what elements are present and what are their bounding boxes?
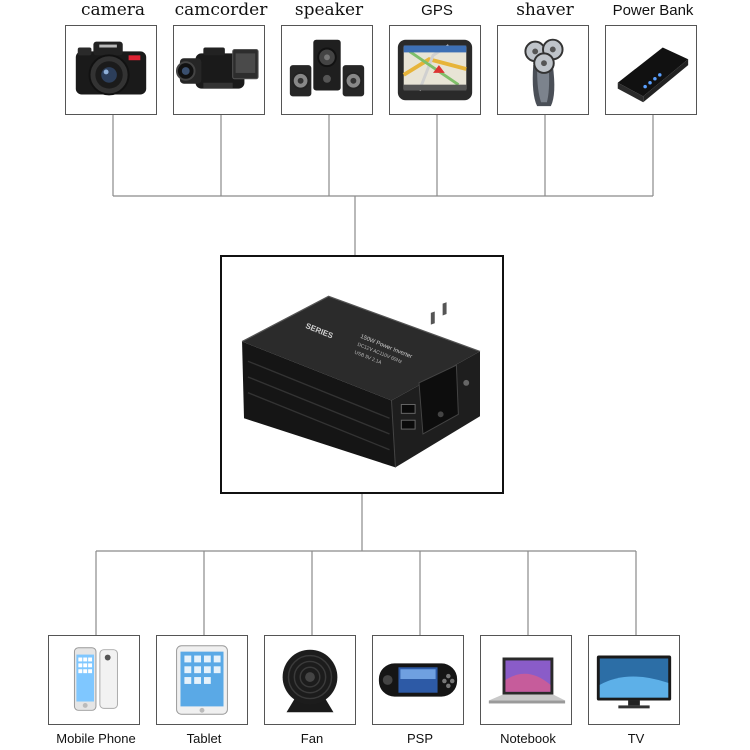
label-gps: GPS	[421, 2, 453, 19]
fan-box	[264, 635, 356, 725]
gps-box	[389, 25, 481, 115]
camera-icon	[75, 41, 147, 96]
speaker-box	[281, 25, 373, 115]
tv-icon	[596, 655, 672, 709]
tablet-icon	[176, 645, 228, 715]
fan-icon	[282, 649, 338, 713]
power-inverter-box: SERIES 150W Power Inverter DC12V AC110V …	[220, 255, 504, 494]
label-tablet: Tablet	[186, 731, 222, 746]
label-mobile-phone: Mobile Phone	[56, 731, 136, 746]
notebook-box	[480, 635, 572, 725]
tv-box	[588, 635, 680, 725]
shaver-box	[497, 25, 589, 115]
label-speaker: speaker	[294, 0, 364, 20]
speaker-icon	[289, 39, 365, 97]
camera-box	[65, 25, 157, 115]
label-power-bank: Power Bank	[612, 2, 694, 19]
psp-icon	[378, 663, 458, 697]
label-psp: PSP	[406, 731, 433, 746]
camcorder-box	[173, 25, 265, 115]
mobile-phone-icon	[73, 647, 118, 711]
label-notebook: Notebook	[500, 731, 556, 746]
mobile-phone-box	[48, 635, 140, 725]
label-shaver: shaver	[516, 0, 574, 20]
psp-box	[372, 635, 464, 725]
power-bank-icon	[617, 47, 689, 103]
notebook-icon	[488, 657, 566, 704]
label-camera: camera	[80, 0, 146, 20]
label-tv: TV	[627, 731, 645, 746]
label-camcorder: camcorder	[174, 0, 268, 20]
power-inverter-icon: SERIES 150W Power Inverter DC12V AC110V …	[241, 295, 481, 468]
shaver-icon	[524, 38, 564, 107]
gps-icon	[397, 39, 473, 101]
camcorder-icon	[175, 47, 259, 89]
tablet-box	[156, 635, 248, 725]
label-fan: Fan	[300, 731, 324, 746]
power-bank-box	[605, 25, 697, 115]
